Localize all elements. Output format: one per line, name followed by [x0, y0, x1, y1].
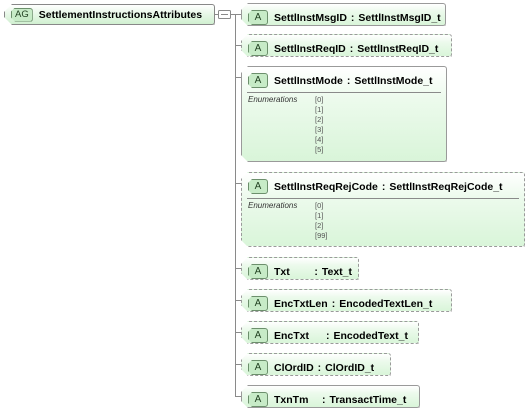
attribute-type: EncodedText_t	[333, 329, 408, 342]
attribute-type: TransactTime_t	[329, 393, 407, 406]
attribute-node-settlinstreqrejcode[interactable]: A SettlInstReqRejCode : SettlInstReqRejC…	[241, 172, 525, 247]
enumeration-list: [0] [1] [2] [99]	[315, 201, 328, 241]
attribute-node-txntm[interactable]: A TxnTm : TransactTime_t	[241, 385, 420, 408]
attribute-icon: A	[248, 392, 268, 407]
attribute-separator: :	[317, 361, 322, 374]
attribute-type: SettlInstMode_t	[354, 74, 433, 87]
attribute-node-settlinstmode[interactable]: A SettlInstMode : SettlInstMode_t Enumer…	[241, 66, 447, 162]
attribute-icon: A	[248, 328, 268, 343]
enumeration-value: [99]	[315, 231, 328, 240]
attribute-icon: A	[248, 10, 268, 25]
attribute-separator: :	[331, 297, 336, 310]
attribute-name: SettlInstMsgID	[274, 11, 347, 24]
attribute-group-icon: AG	[11, 8, 33, 22]
enumeration-value: [5]	[315, 145, 324, 154]
attribute-type: ClOrdID_t	[325, 361, 375, 374]
attribute-name: EncTxt	[274, 329, 310, 342]
enumeration-value: [2]	[315, 221, 324, 230]
enumeration-value: [1]	[315, 211, 324, 220]
attribute-icon: A	[248, 360, 268, 375]
attribute-name: SettlInstMode	[274, 74, 343, 87]
attribute-name: SettlInstReqRejCode	[274, 180, 378, 193]
enumeration-divider	[247, 198, 519, 199]
attribute-icon: A	[248, 73, 268, 88]
enumeration-value: [4]	[315, 135, 324, 144]
attribute-name: Txt	[274, 265, 290, 278]
attribute-type: SettlInstReqRejCode_t	[389, 180, 503, 193]
attribute-group-name: SettlementInstructionsAttributes	[38, 8, 203, 21]
enumeration-value: [0]	[315, 201, 324, 210]
attribute-type: SettlInstReqID_t	[357, 42, 439, 55]
attribute-icon: A	[248, 41, 268, 56]
attribute-icon: A	[248, 264, 268, 279]
attribute-separator: :	[314, 265, 318, 278]
enumerations-label: Enumerations	[248, 201, 298, 210]
attribute-separator: :	[322, 393, 326, 406]
attribute-separator: :	[381, 180, 386, 193]
attribute-node-enctxt[interactable]: A EncTxt : EncodedText_t	[241, 321, 419, 344]
attribute-icon: A	[248, 179, 268, 194]
attribute-type: SettlInstMsgID_t	[358, 11, 441, 24]
attribute-icon: A	[248, 296, 268, 311]
enumeration-value: [0]	[315, 95, 324, 104]
attribute-type: Text_t	[321, 265, 352, 278]
attribute-separator: :	[346, 74, 351, 87]
enumeration-list: [0] [1] [2] [3] [4] [5]	[315, 95, 323, 155]
attribute-name: EncTxtLen	[274, 297, 328, 310]
enumerations-label: Enumerations	[248, 95, 298, 104]
attribute-name: ClOrdID	[274, 361, 314, 374]
attribute-name: SettlInstReqID	[274, 42, 346, 55]
attribute-name: TxnTm	[274, 393, 309, 406]
attribute-separator: :	[349, 42, 354, 55]
enumeration-divider	[247, 92, 441, 93]
attribute-separator: :	[326, 329, 330, 342]
attribute-node-settlinstreqid[interactable]: A SettlInstReqID : SettlInstReqID_t	[241, 34, 452, 57]
enumeration-value: [2]	[315, 115, 324, 124]
enumeration-value: [3]	[315, 125, 324, 134]
attribute-node-txt[interactable]: A Txt : Text_t	[241, 257, 359, 280]
attribute-node-clordid[interactable]: A ClOrdID : ClOrdID_t	[241, 353, 391, 376]
enumeration-value: [1]	[315, 105, 324, 114]
attribute-node-enctxtlen[interactable]: A EncTxtLen : EncodedTextLen_t	[241, 289, 452, 312]
attribute-separator: :	[350, 11, 355, 24]
attribute-node-settlinstmsgid[interactable]: A SettlInstMsgID : SettlInstMsgID_t	[241, 3, 446, 26]
attribute-type: EncodedTextLen_t	[339, 297, 433, 310]
attribute-group-node[interactable]: AG SettlementInstructionsAttributes	[4, 4, 215, 25]
